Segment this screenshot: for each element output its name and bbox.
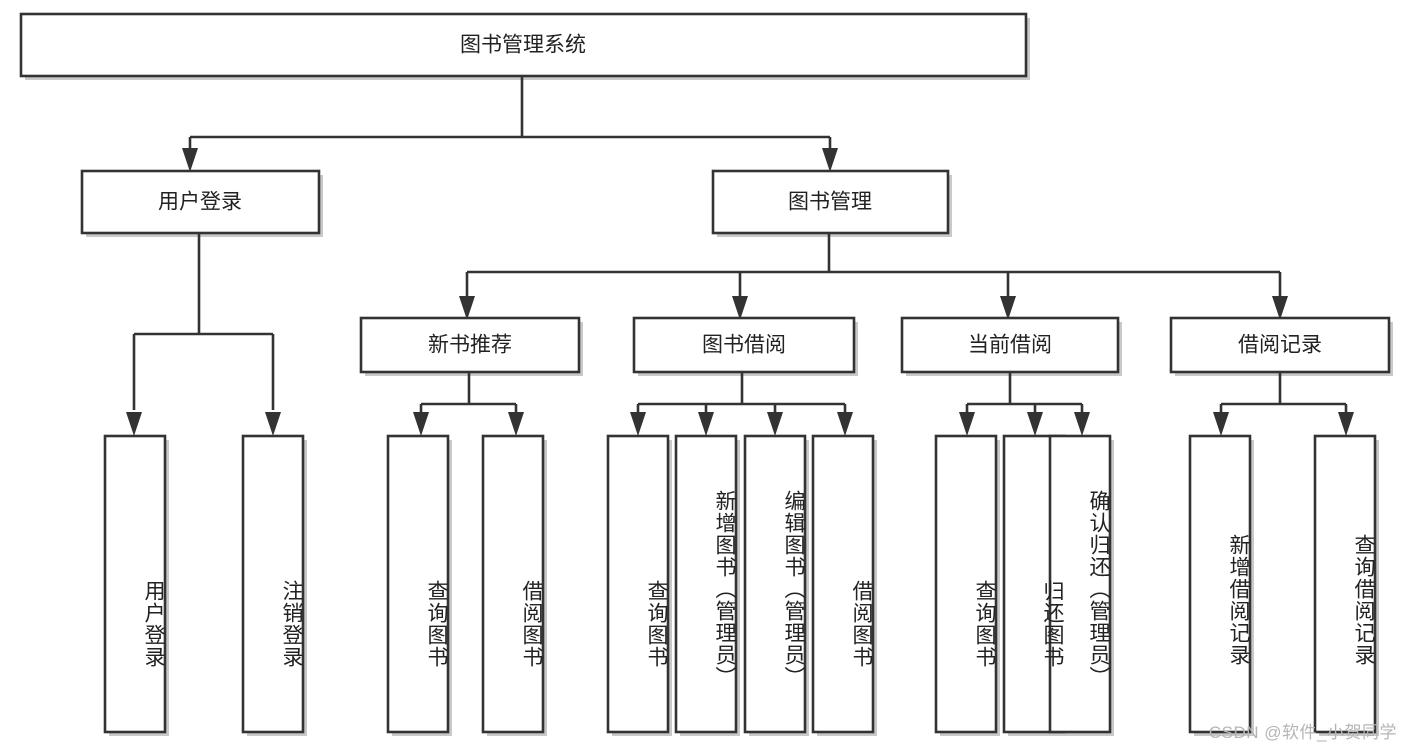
leaf-query-book-borrow[interactable] (606, 434, 670, 734)
leaf-borrow-book[interactable] (811, 434, 875, 734)
node-root-label: 图书管理系统 (460, 34, 586, 57)
node-book-management[interactable] (711, 169, 950, 235)
leaf-confirm-return-admin[interactable] (1048, 434, 1112, 734)
watermark-text: CSDN @软件_小贺同学 (1208, 723, 1397, 742)
leaf-add-book-admin[interactable] (674, 434, 738, 734)
arrow-heads (126, 148, 1354, 436)
leaf-borrow-book-rec[interactable] (481, 434, 545, 734)
leaf-user-logout[interactable] (241, 434, 305, 734)
leaf-user-login[interactable] (103, 434, 167, 734)
connectors (132, 75, 1348, 416)
node-book-borrow[interactable] (632, 316, 856, 374)
node-borrow-record[interactable] (1169, 316, 1391, 374)
node-user-login[interactable] (80, 169, 321, 235)
leaf-query-book-current[interactable] (934, 434, 998, 734)
node-current-borrow-label: 当前借阅 (968, 334, 1052, 357)
node-new-book-recommend-label: 新书推荐 (428, 334, 512, 357)
node-borrow-record-label: 借阅记录 (1238, 334, 1322, 357)
node-new-book-recommend[interactable] (359, 316, 581, 374)
leaf-edit-book-admin[interactable] (743, 434, 807, 734)
node-labels: 图书管理系统 用户登录 图书管理 新书推荐 图书借阅 当前借阅 借阅记录 (158, 34, 1322, 357)
leaf-query-book-rec[interactable] (386, 434, 450, 734)
leaf-add-borrow-record[interactable] (1188, 434, 1252, 734)
node-current-borrow[interactable] (900, 316, 1120, 374)
node-boxes (19, 12, 1391, 734)
node-book-management-label: 图书管理 (788, 191, 872, 214)
node-user-login-label: 用户登录 (158, 191, 242, 214)
leaf-query-borrow-record[interactable] (1313, 434, 1377, 734)
node-book-borrow-label: 图书借阅 (702, 334, 786, 357)
node-root[interactable] (19, 12, 1028, 78)
